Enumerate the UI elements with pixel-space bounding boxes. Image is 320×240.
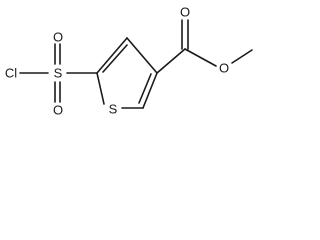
atom-ring-sulfur: S: [109, 102, 118, 117]
bond-c-o-ester: [184, 48, 217, 67]
bond-c3-c2-inner: [138, 73, 152, 104]
bond-s-ring-c5: [96, 72, 105, 105]
bond-c3-cco: [156, 48, 186, 74]
bond-c5-c4: [96, 37, 128, 74]
bond-o-methyl: [231, 49, 253, 64]
bonds: [19, 19, 253, 109]
atom-chlorine: Cl: [5, 66, 17, 81]
bond-c4-c3: [126, 37, 158, 74]
atom-ester-oxygen: O: [219, 61, 229, 76]
atom-labels: Cl S O O S O O: [5, 5, 229, 118]
atom-sulfonyl-oxygen-bottom: O: [53, 103, 63, 118]
atom-carbonyl-oxygen: O: [180, 5, 190, 20]
atom-sulfonyl-oxygen-top: O: [53, 30, 63, 45]
bond-c3-c2: [142, 72, 158, 109]
bond-c5-c4-inner: [102, 44, 128, 73]
atom-sulfonyl-sulfur: S: [54, 66, 63, 81]
chemical-structure: Cl S O O S O O: [5, 5, 253, 118]
